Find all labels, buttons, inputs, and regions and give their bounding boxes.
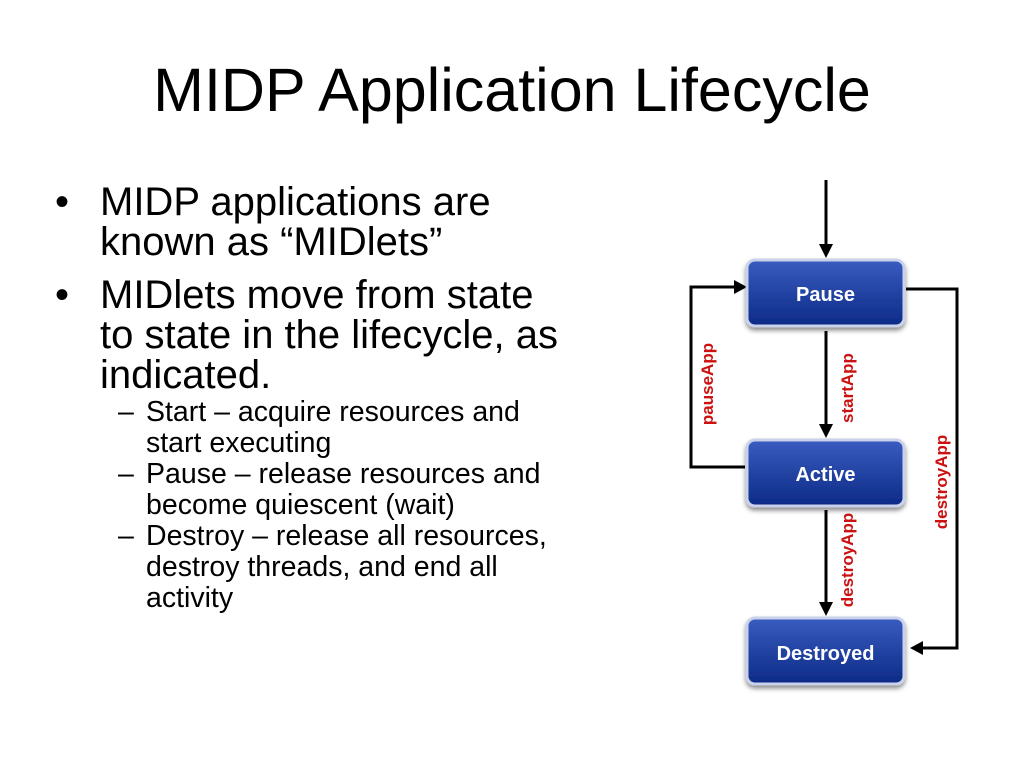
state-destroyed-label: Destroyed [777,643,875,665]
pause-app-label: pauseApp [698,343,717,425]
destroy-app-arrow-from-pause [906,287,959,655]
slide-title: MIDP Application Lifecycle [153,56,871,124]
sub-bullet-line: become quiescent (wait) [146,489,455,521]
bullet-line: MIDlets move from state [100,273,534,317]
sub-bullet-line: Start – acquire resources and [146,396,520,428]
destroy-app-label-from-pause: destroyApp [932,435,951,529]
sub-bullet-text: Destroy – release all resources, destroy… [146,521,547,614]
sub-bullet-line: destroy threads, and end all [146,551,498,583]
bullet-line: to state in the lifecycle, as [100,313,559,357]
sub-bullet-line: activity [146,582,234,614]
sub-bullet-marker: – [118,458,134,490]
sub-bullet-text: Start – acquire resources and start exec… [146,397,520,459]
bullet-line: indicated. [100,353,272,397]
lifecycle-diagram: Pause Active Destroyed pauseApp startApp… [689,180,959,686]
state-active-label: Active [795,464,855,486]
entry-arrow [819,180,833,258]
sub-bullet-text: Pause – release resources and become qui… [146,459,541,521]
bullet-line: known as “MIDlets” [100,220,443,264]
sub-bullet-line: Pause – release resources and [146,458,541,490]
state-pause-label: Pause [796,284,855,306]
sub-bullet-line: start executing [146,427,332,459]
start-app-label: startApp [838,353,857,423]
start-app-arrow [819,331,833,438]
destroy-app-arrow-from-active [819,510,833,616]
bullet-line: MIDP applications are [100,180,491,224]
state-pause: Pause [745,258,906,328]
sub-bullet-line: Destroy – release all resources, [146,520,547,552]
bullet-list: • MIDP applications are known as “MIDlet… [55,180,558,614]
sub-bullet-marker: – [118,520,134,552]
bullet-marker: • [55,180,70,224]
state-active: Active [745,438,906,508]
destroy-app-label-from-active: destroyApp [838,513,857,607]
bullet-text: MIDP applications are known as “MIDlets” [100,182,491,262]
pause-app-arrow [689,280,747,469]
sub-bullet-marker: – [118,396,134,428]
state-destroyed: Destroyed [745,616,906,686]
bullet-marker: • [55,273,70,317]
bullet-text: MIDlets move from state to state in the … [100,275,558,395]
